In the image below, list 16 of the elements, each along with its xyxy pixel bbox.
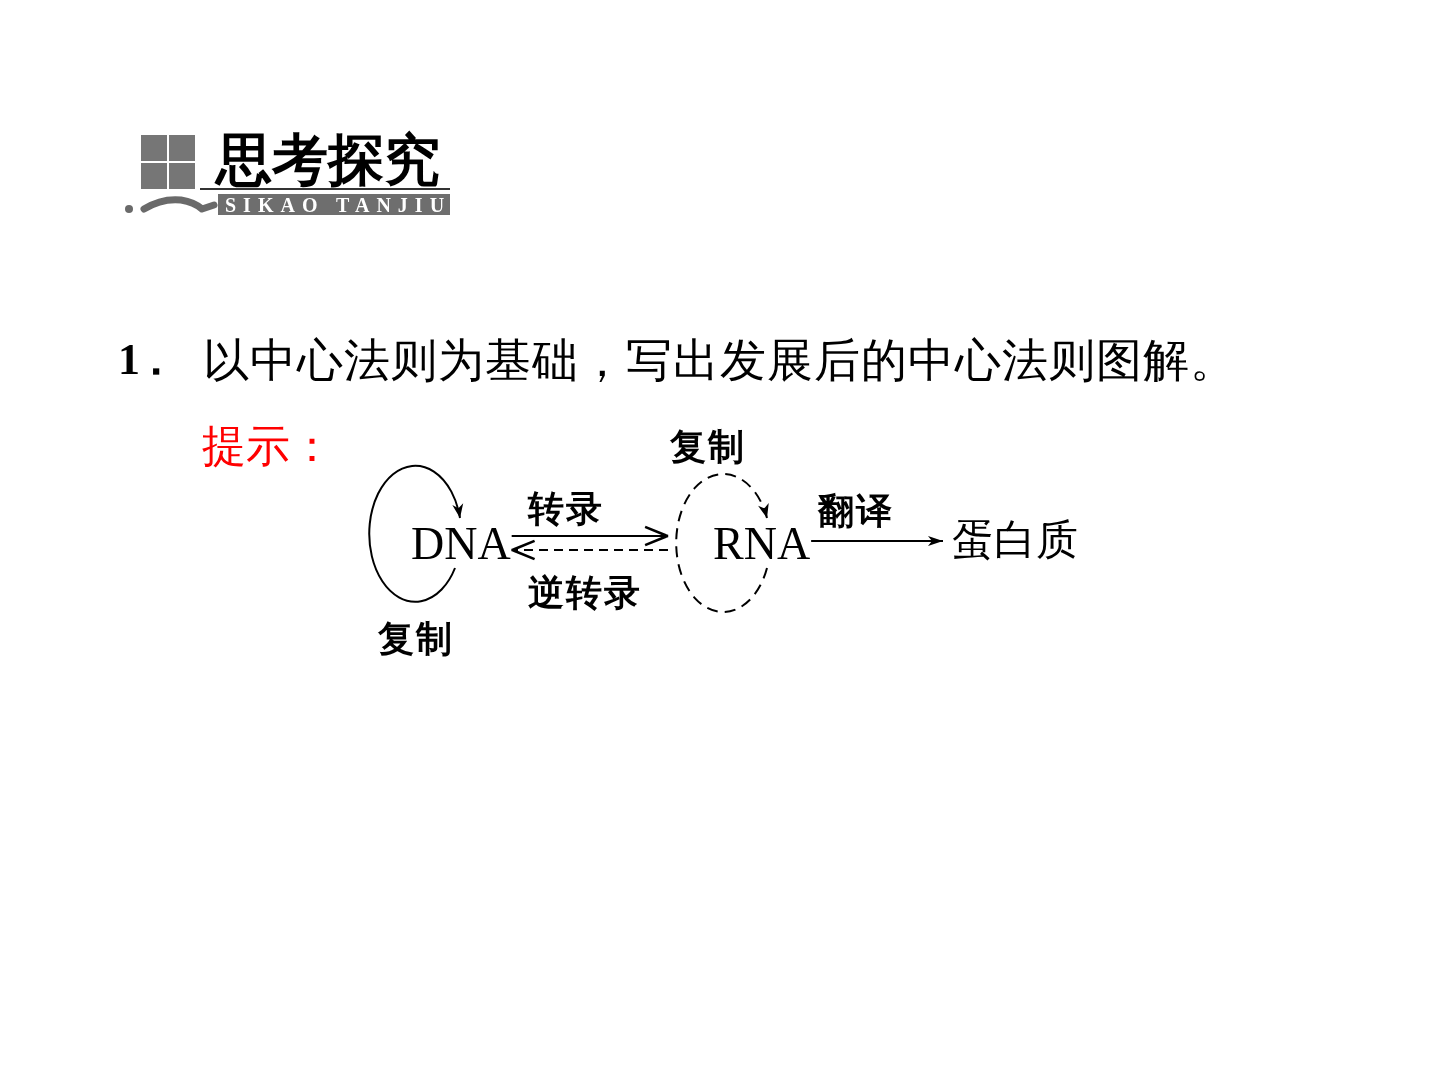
edge-label: 逆转录	[528, 574, 642, 610]
hint-label: 提示：	[202, 424, 334, 468]
question-text: 以中心法则为基础，写出发展后的中心法则图解。	[203, 337, 1237, 383]
edge-label: 转录	[528, 490, 604, 526]
molecule-label: DNA	[411, 521, 511, 567]
arrow	[810, 536, 944, 546]
question-number: 1．	[118, 338, 172, 382]
edge-label: 翻译	[818, 492, 894, 528]
loop-arrow	[675, 473, 768, 613]
loop-arrow	[368, 464, 463, 603]
molecule-label: RNA	[713, 521, 811, 567]
section-title: 思考探究	[216, 131, 440, 187]
edge-label: 复制	[378, 620, 454, 656]
subtitle-band: SIKAO TANJIU	[218, 194, 450, 215]
edge-label: 复制	[670, 428, 746, 464]
molecule-label: 蛋白质	[952, 519, 1078, 561]
